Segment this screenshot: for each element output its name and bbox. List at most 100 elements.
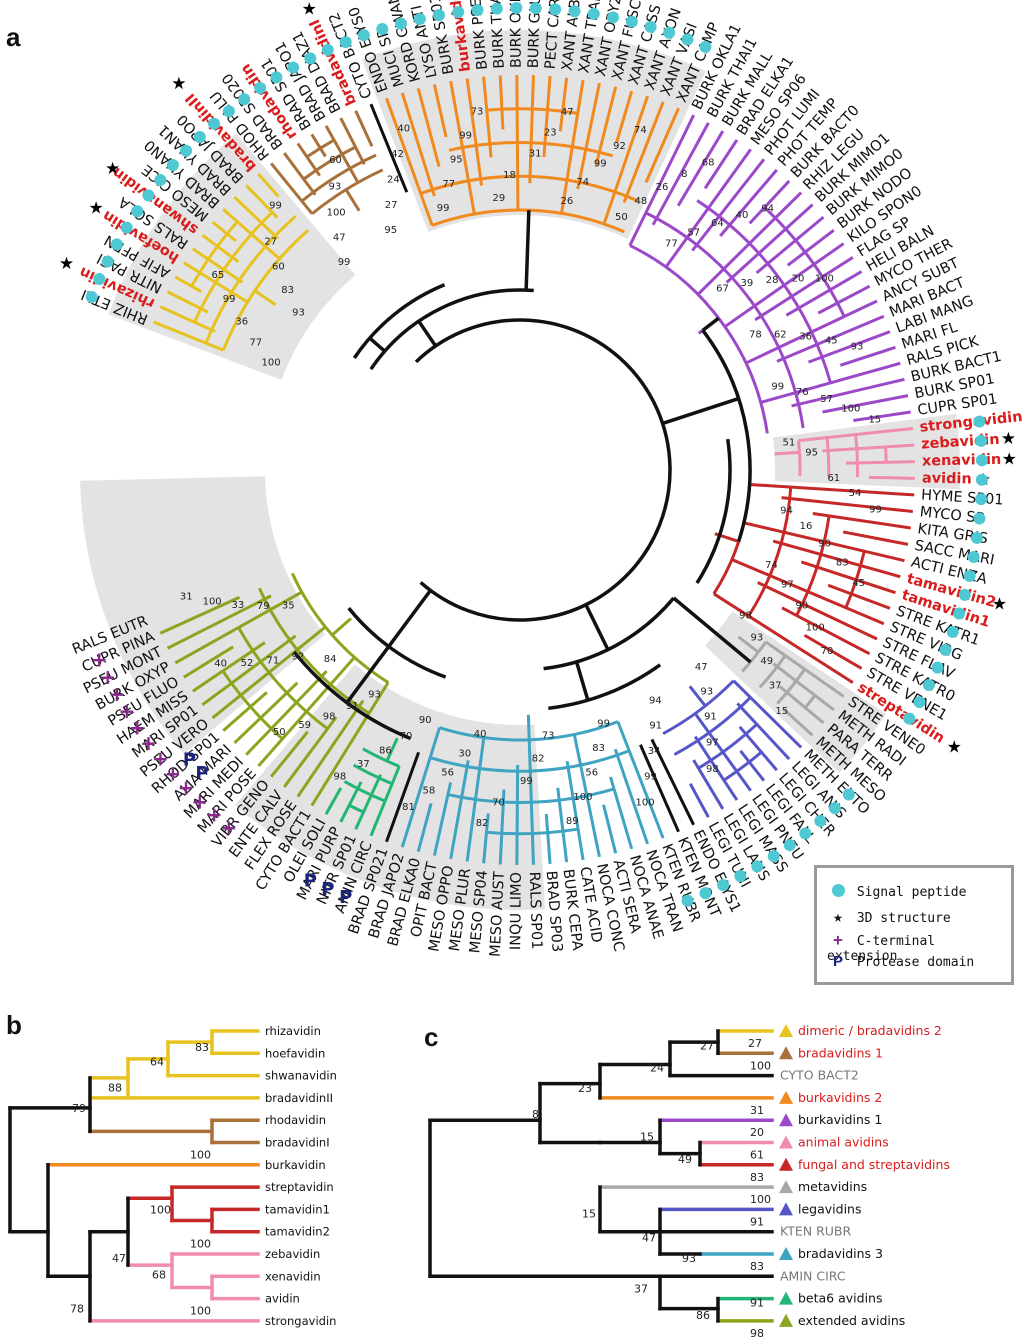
leaf-branch	[211, 220, 237, 243]
plus-icon: +	[140, 731, 157, 755]
leaf-label: MESO SP04	[467, 870, 491, 954]
bootstrap-value: 40	[397, 123, 410, 134]
signal-peptide-dot	[967, 551, 980, 564]
leaf-branch	[639, 744, 680, 833]
leaf-branch	[416, 802, 433, 853]
leaf-branch	[602, 804, 618, 854]
bootstrap-value: 93	[700, 687, 713, 698]
clade-label: KTEN RUBR	[780, 1224, 851, 1239]
signal-peptide-dot	[975, 454, 988, 467]
signal-peptide-dot	[142, 189, 155, 202]
leaf-branch	[576, 82, 601, 190]
leaf-branch	[776, 314, 885, 363]
bootstrap-value: 79	[257, 601, 270, 612]
bootstrap-value: 77	[665, 238, 678, 249]
leaf-branch	[257, 173, 280, 198]
bootstrap-value: 61	[750, 1149, 764, 1162]
clade-subarc	[257, 587, 370, 715]
clade-label: metavidins	[798, 1179, 867, 1194]
bootstrap-value: 48	[635, 196, 648, 207]
bootstrap-value: 100	[327, 207, 346, 218]
leaf-branch	[191, 247, 244, 284]
bootstrap-value: 100	[815, 274, 834, 285]
leaf-branch	[783, 708, 814, 737]
p-icon: P	[339, 887, 352, 908]
bootstrap-value: 37	[357, 759, 370, 770]
clade-arc	[629, 244, 769, 434]
bootstrap-value: 90	[419, 715, 432, 726]
leaf-branch	[757, 581, 878, 641]
backbone-branch	[662, 396, 740, 426]
bootstrap-value: 100	[150, 1203, 171, 1216]
leaf-label: bradavidinII	[265, 1091, 333, 1105]
signal-peptide-dot	[432, 9, 445, 22]
leaf-label: xenavidin	[922, 452, 1002, 470]
backbone-branch	[345, 645, 391, 704]
leaf-branch	[822, 443, 915, 453]
bootstrap-value: 77	[442, 179, 455, 190]
clade-shade	[772, 413, 960, 490]
bootstrap-value: 39	[741, 278, 754, 289]
bootstrap-value: 98	[750, 1327, 764, 1338]
bootstrap-value: 89	[566, 816, 579, 827]
signal-peptide-dot	[254, 82, 267, 95]
leaf-branch	[692, 759, 725, 810]
bootstrap-value: 100	[190, 1305, 211, 1318]
bootstrap-value: 83	[750, 1171, 764, 1184]
signal-peptide-dot	[842, 788, 855, 801]
bootstrap-value: 78	[749, 330, 762, 341]
bootstrap-value: 24	[387, 175, 400, 186]
leaf-label: bradavidinI	[265, 1136, 330, 1150]
leaf-label: shwanavidin	[265, 1069, 337, 1083]
bootstrap-value: 91	[346, 701, 359, 712]
bootstrap-value: 18	[503, 170, 516, 181]
bootstrap-value: 100	[573, 792, 592, 803]
clade-subarc	[723, 750, 763, 782]
bootstrap-value: 40	[214, 658, 227, 669]
bootstrap-value: 100	[806, 623, 825, 634]
bootstrap-value: 93	[368, 689, 381, 700]
signal-peptide-dot	[958, 588, 971, 601]
legend-item-c-terminal-extension: + C-terminal extension	[827, 930, 1011, 964]
clade-subarc	[763, 206, 846, 318]
leaf-branch	[449, 760, 470, 860]
signal-peptide-dot	[734, 870, 747, 883]
leaf-label: avidin	[265, 1292, 300, 1306]
bootstrap-value: 26	[560, 196, 573, 207]
bootstrap-value: 94	[780, 505, 793, 516]
bootstrap-value: 93	[682, 1252, 696, 1265]
leaf-branch	[296, 699, 365, 798]
signal-peptide-dot	[452, 6, 465, 19]
leaf-branch	[688, 783, 710, 818]
leaf-label: rhizavidin	[265, 1024, 321, 1038]
leaf-branch	[153, 320, 224, 352]
leaf-branch	[558, 77, 569, 132]
legend-label: Signal peptide	[856, 885, 967, 900]
bootstrap-value: 73	[471, 107, 484, 118]
leaf-branch	[781, 496, 913, 513]
clade-label: burkavidins 2	[798, 1090, 882, 1105]
legend-label: C-terminal extension	[827, 934, 936, 964]
bootstrap-value: 83	[281, 285, 294, 296]
bootstrap-value: 78	[70, 1303, 84, 1316]
bootstrap-value: 58	[423, 785, 436, 796]
bootstrap-value: 82	[532, 753, 545, 764]
p-icon: P	[321, 879, 334, 900]
clade-arc	[221, 229, 310, 351]
bootstrap-value: 99	[597, 719, 610, 730]
clade-subarc	[747, 487, 793, 617]
bootstrap-value: 49	[760, 656, 773, 667]
backbone-branch	[387, 589, 432, 648]
bootstrap-value: 100	[750, 1059, 771, 1072]
bootstrap-value: 51	[783, 437, 796, 448]
bootstrap-value: 83	[750, 1260, 764, 1273]
signal-peptide-dot	[270, 71, 283, 84]
bootstrap-value: 99	[644, 772, 657, 783]
clade-triangle-icon	[779, 1157, 793, 1171]
leaf-branch	[324, 125, 360, 184]
bootstrap-value: 15	[582, 1207, 596, 1220]
leaf-label: xenavidin	[265, 1269, 321, 1283]
clade-subarc	[190, 220, 239, 287]
bootstrap-value: 56	[441, 768, 454, 779]
leaf-branch	[233, 681, 299, 745]
